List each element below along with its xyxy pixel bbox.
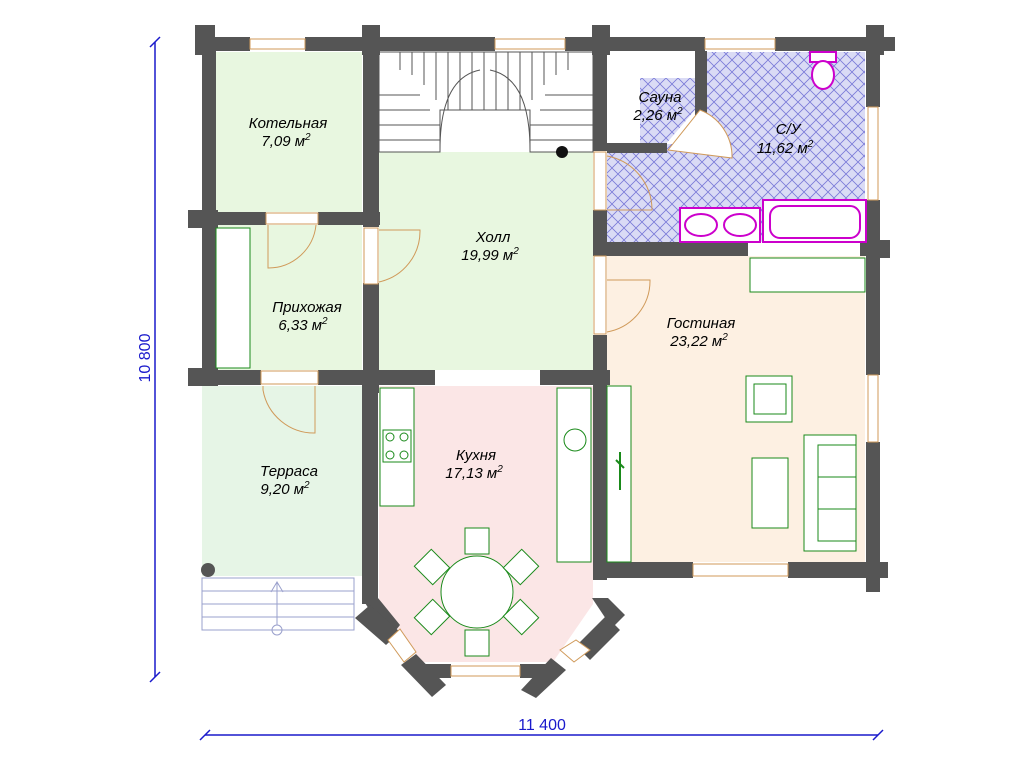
sauna-tiled-area <box>640 78 695 145</box>
sofa-icon <box>803 434 857 552</box>
width-dimension-label: 11 400 <box>518 717 566 734</box>
door-living <box>606 279 651 333</box>
kitchen-name: Кухня <box>456 447 496 464</box>
bathroom-fixtures <box>679 51 867 243</box>
window-living-right <box>867 374 879 443</box>
living-room-name: Гостиная <box>667 315 736 332</box>
door-sauna <box>667 109 733 159</box>
sauna-name: Сауна <box>639 89 682 106</box>
hall-name: Холл <box>475 229 511 246</box>
window-boiler <box>249 38 306 50</box>
dimension-lines <box>149 36 884 741</box>
windows <box>249 38 879 677</box>
window-living-bottom <box>692 563 789 577</box>
terrace-post <box>201 563 215 577</box>
bathroom-area: 11,62 м2 <box>757 139 814 157</box>
kitchen-floor <box>379 386 593 662</box>
armchair-icon <box>745 375 793 423</box>
window-bathroom-right <box>867 106 879 201</box>
room-labels: Котельная 7,09 м2 Холл 19,99 м2 Сауна 2,… <box>249 89 814 498</box>
double-sink-icon <box>679 207 761 243</box>
kitchen-sink-icon <box>563 428 587 452</box>
staircase <box>378 51 594 158</box>
dining-table <box>440 555 514 629</box>
terrace-steps <box>201 577 355 636</box>
entrance-wardrobe <box>215 227 251 369</box>
coffee-table <box>751 457 789 529</box>
living-room-area: 23,22 м2 <box>669 332 728 350</box>
sauna-area: 2,26 м2 <box>632 106 683 124</box>
stove-icon <box>382 429 412 463</box>
door-terrace <box>262 386 316 434</box>
walls <box>188 25 895 698</box>
bathtub-icon <box>762 199 867 243</box>
terrace-floor <box>202 386 362 576</box>
boiler-room-name: Котельная <box>249 115 327 132</box>
boiler-room-area: 7,09 м2 <box>261 132 311 150</box>
living-shelf <box>749 257 866 293</box>
window-kitchen-bottom <box>450 665 521 677</box>
height-dimension-label: 10 800 <box>137 333 154 382</box>
cabinet-handle <box>615 452 625 490</box>
bathroom-name: С/У <box>776 121 802 138</box>
terrace-name: Терраса <box>260 463 318 480</box>
window-bathroom-top <box>704 38 776 50</box>
window-kitchen-left <box>387 628 417 663</box>
door-boiler <box>267 224 317 269</box>
kitchen-area: 17,13 м2 <box>445 464 503 482</box>
dining-chairs <box>413 527 540 657</box>
toilet-icon <box>809 51 837 90</box>
window-hall-top <box>494 38 566 50</box>
kitchen-counter-right <box>556 387 592 563</box>
doors <box>260 109 733 434</box>
door-bathroom <box>606 155 653 211</box>
boiler-room-floor <box>216 52 362 212</box>
furniture <box>215 227 866 657</box>
stair-post <box>556 146 568 158</box>
hall-area: 19,99 м2 <box>461 246 519 264</box>
window-kitchen-right <box>559 639 591 663</box>
door-hall-left <box>378 229 421 283</box>
entrance-area: 6,33 м2 <box>278 316 328 334</box>
entrance-name: Прихожая <box>272 299 342 316</box>
terrace-area: 9,20 м2 <box>260 480 310 498</box>
